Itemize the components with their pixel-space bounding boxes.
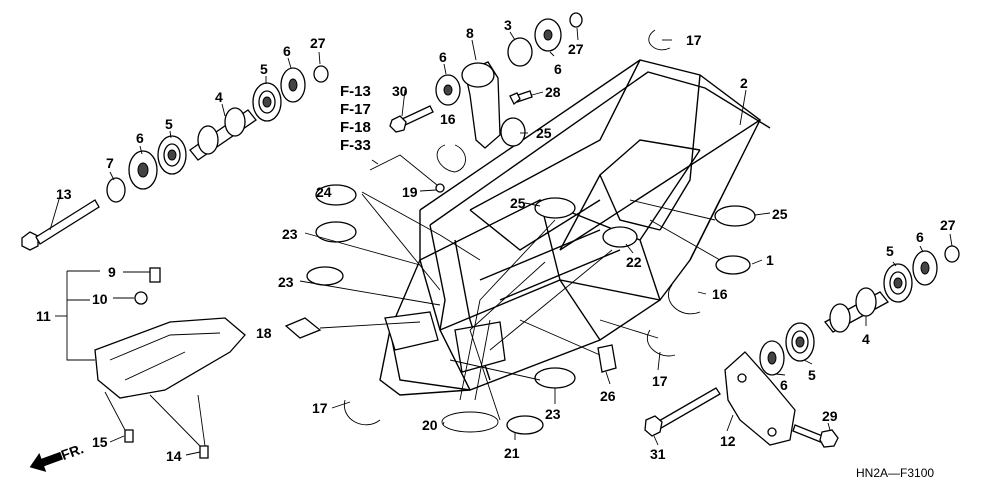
bracket-12 [724, 351, 796, 446]
callout-6-top-left: 6 [439, 49, 447, 65]
callout-4-left: 4 [215, 89, 223, 105]
callout-14: 14 [166, 448, 182, 464]
callout-16-top: 16 [440, 111, 456, 127]
leader-lines [49, 27, 953, 456]
callout-22: 22 [626, 254, 642, 270]
callout-6-right-inner: 6 [780, 377, 788, 393]
callout-19: 19 [402, 184, 418, 200]
forward-arrow-icon: FR. [29, 440, 86, 472]
callout-11: 11 [36, 308, 51, 324]
callout-8: 8 [466, 25, 474, 41]
callout-15: 15 [92, 434, 108, 450]
callout-6-left-outer: 6 [283, 43, 291, 59]
callout-5-left-inner: 5 [165, 116, 173, 132]
frame-ref-f17: F-17 [340, 101, 371, 118]
callout-13: 13 [56, 186, 72, 202]
callout-9: 9 [108, 264, 116, 280]
callout-3: 3 [504, 17, 512, 33]
callout-7: 7 [106, 155, 114, 171]
frame-reference-list: F-13 F-17 F-18 F-33 [340, 83, 379, 165]
callout-18: 18 [256, 325, 272, 341]
direction-label: FR. [59, 440, 86, 463]
callout-6-top-right: 6 [554, 61, 562, 77]
callout-27-top: 27 [568, 41, 584, 57]
callout-5-right-inner: 5 [808, 367, 816, 383]
callout-21: 21 [504, 445, 520, 461]
callout-17-right: 17 [652, 373, 668, 389]
callout-28: 28 [545, 84, 561, 100]
callout-23-lower: 23 [278, 274, 294, 290]
callout-25-right: 25 [772, 206, 788, 222]
callout-20: 20 [422, 417, 438, 433]
callout-24: 24 [316, 184, 332, 200]
callout-31: 31 [650, 446, 666, 462]
callout-16-right: 16 [712, 286, 728, 302]
frame-ref-f18: F-18 [340, 119, 371, 136]
callout-5-left-outer: 5 [260, 61, 268, 77]
callout-30: 30 [392, 83, 408, 99]
callout-27-left: 27 [310, 35, 326, 51]
callout-4-right: 4 [862, 331, 870, 347]
callout-27-right: 27 [940, 217, 956, 233]
top-center-parts [389, 12, 583, 149]
frame-ref-f33: F-33 [340, 137, 371, 154]
callout-2: 2 [740, 75, 748, 91]
callout-25-middle: 25 [510, 195, 526, 211]
skid-plate-11 [94, 267, 246, 459]
right-shaft-assembly [644, 245, 960, 448]
callout-23-bottom: 23 [545, 406, 561, 422]
callout-12: 12 [720, 433, 736, 449]
bolt-13-head [21, 231, 39, 251]
callout-25-top: 25 [536, 125, 552, 141]
callout-5-right-outer: 5 [886, 243, 894, 259]
diagram-code: HN2A—F3100 [856, 466, 934, 480]
callout-29: 29 [822, 408, 838, 424]
callout-10: 10 [92, 291, 108, 307]
callout-17-left: 17 [312, 400, 328, 416]
callout-1: 1 [766, 252, 774, 268]
callout-labels: 1 2 3 4 4 5 5 5 5 6 6 6 6 6 6 7 8 9 10 1… [36, 17, 956, 464]
left-shaft-assembly [21, 65, 329, 251]
frame-body [379, 59, 771, 396]
clamps-and-bands [284, 29, 756, 435]
frame-ref-f13: F-13 [340, 83, 371, 100]
callout-17-top: 17 [686, 32, 702, 48]
frame-ref-pointer [371, 159, 379, 165]
bolt-13-shank [35, 199, 100, 245]
callout-6-left-inner: 6 [136, 130, 144, 146]
callout-6-right-outer: 6 [916, 229, 924, 245]
callout-26: 26 [600, 388, 616, 404]
callout-23-upper: 23 [282, 226, 298, 242]
